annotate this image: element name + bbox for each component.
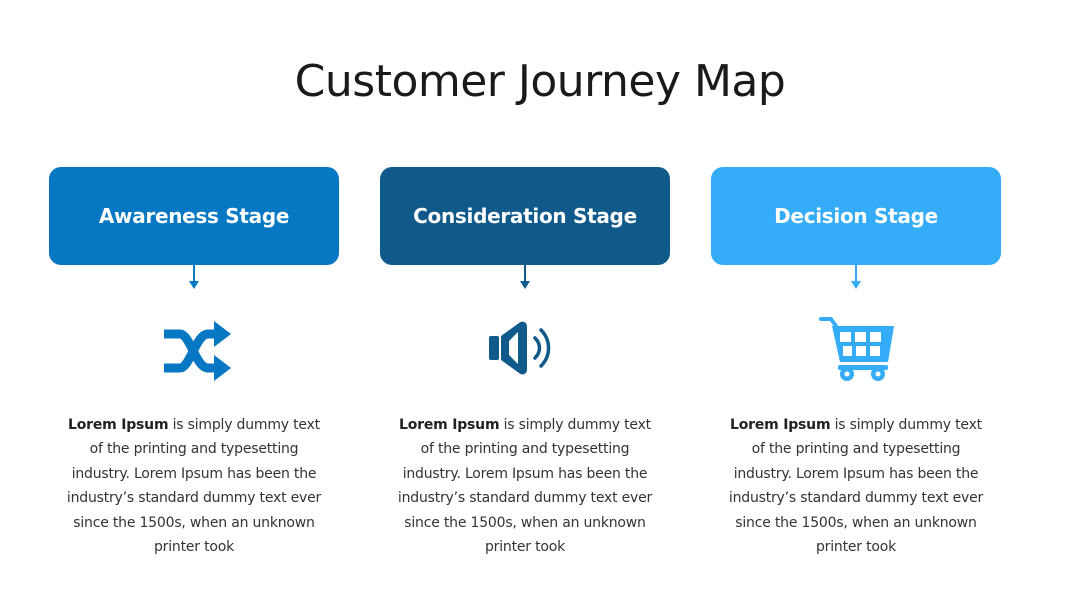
connector-line xyxy=(524,265,526,283)
stage-consideration: Consideration Stage Lorem Ipsum is simpl… xyxy=(380,167,670,555)
shopping-cart-icon xyxy=(819,317,894,381)
page-title: Customer Journey Map xyxy=(294,56,786,107)
arrow-down-icon xyxy=(851,281,861,289)
desc-text: is simply dummy text of the printing and… xyxy=(728,417,984,556)
stage-description: Lorem Ipsum is simply dummy text of the … xyxy=(64,413,324,559)
stage-description: Lorem Ipsum is simply dummy text of the … xyxy=(395,413,655,559)
shuffle-icon xyxy=(164,321,231,381)
stage-description: Lorem Ipsum is simply dummy text of the … xyxy=(726,413,986,559)
stage-box-decision: Decision Stage xyxy=(711,167,1001,265)
speaker-icon xyxy=(489,321,551,375)
arrow-down-icon xyxy=(189,281,199,289)
stage-label: Decision Stage xyxy=(774,204,938,228)
desc-bold: Lorem Ipsum xyxy=(68,417,169,433)
stage-decision: Decision Stage Lorem Ipsum is simply dum… xyxy=(711,167,1001,555)
stage-label: Consideration Stage xyxy=(413,204,637,228)
stage-awareness: Awareness Stage Lorem Ipsum is simply du… xyxy=(49,167,339,555)
stage-label: Awareness Stage xyxy=(98,204,290,228)
connector-line xyxy=(855,265,857,283)
desc-text: is simply dummy text of the printing and… xyxy=(66,417,322,556)
arrow-down-icon xyxy=(520,281,530,289)
stage-box-consideration: Consideration Stage xyxy=(380,167,670,265)
desc-text: is simply dummy text of the printing and… xyxy=(397,417,653,556)
desc-bold: Lorem Ipsum xyxy=(399,417,500,433)
stage-box-awareness: Awareness Stage xyxy=(49,167,339,265)
connector-line xyxy=(193,265,195,283)
desc-bold: Lorem Ipsum xyxy=(730,417,831,433)
